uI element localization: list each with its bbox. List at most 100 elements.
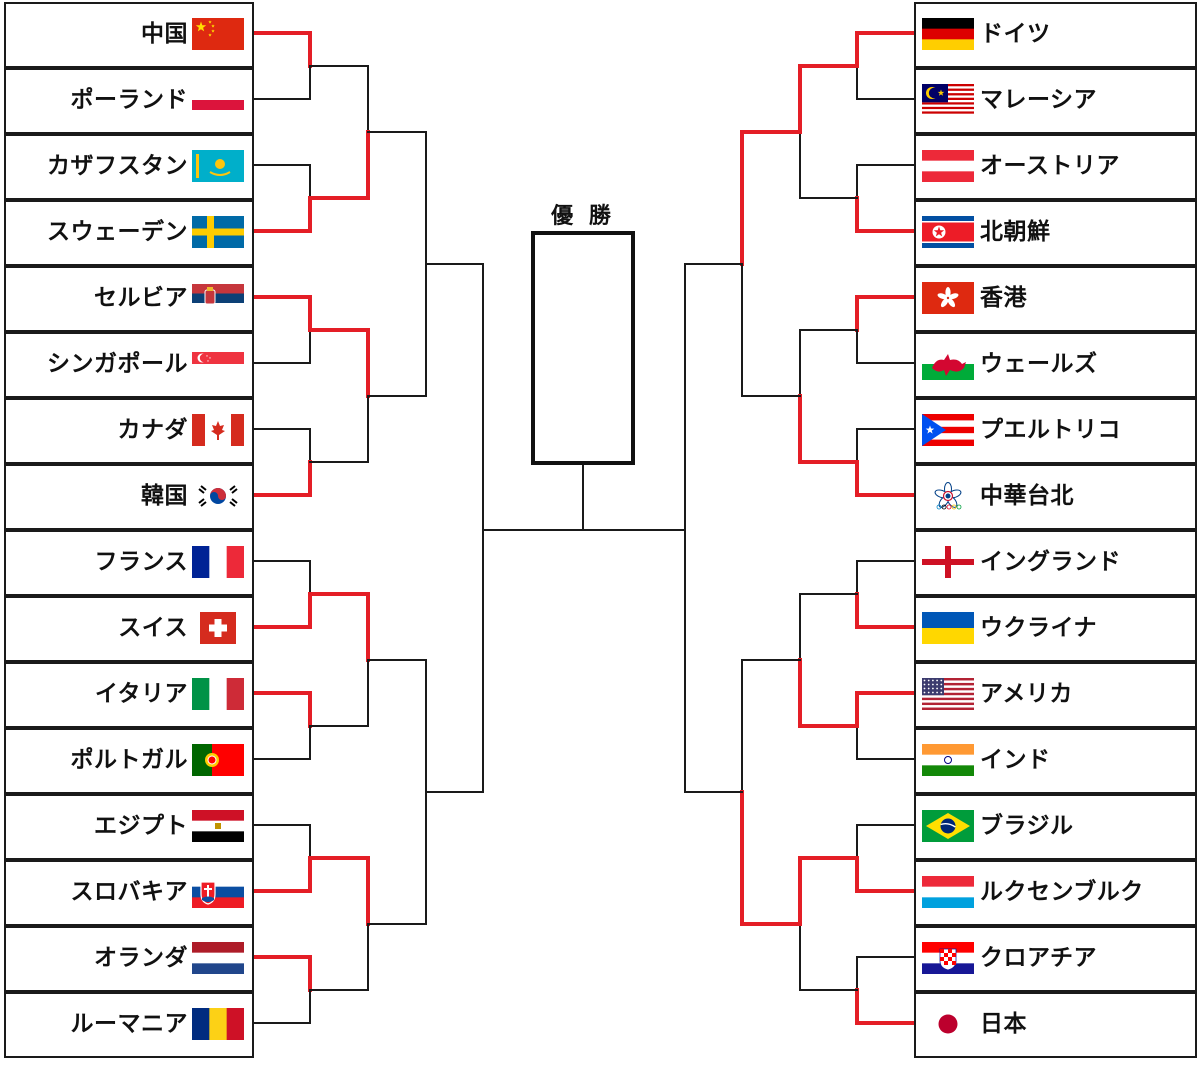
netherlands-flag-icon	[192, 942, 244, 974]
team-name: クロアチア	[980, 945, 1098, 971]
team-cell: ウクライナ	[914, 596, 1197, 662]
team-name: セルビア	[94, 285, 188, 311]
team-cell: イタリア	[4, 662, 254, 728]
austria-flag-icon	[922, 150, 974, 182]
team-name: ブラジル	[980, 813, 1074, 839]
team-name: ウクライナ	[980, 615, 1098, 641]
team-cell: ポーランド	[4, 68, 254, 134]
serbia-flag-icon	[192, 284, 244, 312]
malaysia-flag-icon	[922, 84, 974, 116]
team-name: シンガポール	[47, 351, 188, 377]
romania-flag-icon	[192, 1008, 244, 1040]
team-name: ポルトガル	[70, 747, 188, 773]
team-cell: オーストリア	[914, 134, 1197, 200]
puerto-rico-flag-icon	[922, 414, 974, 446]
team-name: マレーシア	[980, 87, 1098, 113]
north-korea-flag-icon	[922, 216, 974, 248]
team-cell: カナダ	[4, 398, 254, 464]
italy-flag-icon	[192, 678, 244, 710]
brazil-flag-icon	[922, 810, 974, 842]
sweden-flag-icon	[192, 216, 244, 248]
team-name: インド	[980, 747, 1051, 773]
team-cell: アメリカ	[914, 662, 1197, 728]
team-cell: 中華台北	[914, 464, 1197, 530]
team-cell: 韓国	[4, 464, 254, 530]
team-cell: オランダ	[4, 926, 254, 992]
team-cell: ウェールズ	[914, 332, 1197, 398]
team-name: スイス	[118, 615, 188, 641]
slovakia-flag-icon	[192, 876, 244, 908]
france-flag-icon	[192, 546, 244, 578]
team-name: プエルトリコ	[980, 417, 1121, 443]
team-cell: 日本	[914, 992, 1197, 1058]
team-name: カナダ	[117, 417, 188, 443]
champion-label: 優 勝	[551, 204, 615, 229]
team-name: ドイツ	[980, 21, 1051, 47]
singapore-flag-icon	[192, 352, 244, 376]
team-cell: イングランド	[914, 530, 1197, 596]
luxembourg-flag-icon	[922, 876, 974, 908]
japan-flag-icon	[922, 1008, 974, 1040]
team-name: ルーマニア	[70, 1011, 188, 1037]
team-name: ルクセンブルク	[980, 879, 1144, 905]
team-cell: マレーシア	[914, 68, 1197, 134]
team-name: ポーランド	[70, 87, 188, 113]
team-cell: エジプト	[4, 794, 254, 860]
team-cell: ルクセンブルク	[914, 860, 1197, 926]
team-name: オランダ	[94, 945, 188, 971]
team-cell: セルビア	[4, 266, 254, 332]
team-name: 日本	[980, 1011, 1027, 1037]
team-cell: カザフスタン	[4, 134, 254, 200]
team-cell: 香港	[914, 266, 1197, 332]
team-cell: ドイツ	[914, 2, 1197, 68]
team-name: 韓国	[141, 483, 188, 509]
germany-flag-icon	[922, 18, 974, 50]
team-name: スロバキア	[70, 879, 188, 905]
team-cell: ブラジル	[914, 794, 1197, 860]
croatia-flag-icon	[922, 942, 974, 974]
team-cell: スウェーデン	[4, 200, 254, 266]
team-cell: ポルトガル	[4, 728, 254, 794]
team-cell: スイス	[4, 596, 254, 662]
kazakhstan-flag-icon	[192, 150, 244, 182]
poland-flag-icon	[192, 90, 244, 110]
canada-flag-icon	[192, 414, 244, 446]
team-cell: シンガポール	[4, 332, 254, 398]
wales-flag-icon	[922, 348, 974, 380]
team-name: オーストリア	[980, 153, 1120, 179]
team-name: アメリカ	[980, 681, 1073, 707]
team-name: 中華台北	[980, 483, 1074, 509]
champion-box	[531, 231, 635, 465]
ukraine-flag-icon	[922, 612, 974, 644]
team-cell: プエルトリコ	[914, 398, 1197, 464]
india-flag-icon	[922, 744, 974, 776]
team-cell: ルーマニア	[4, 992, 254, 1058]
team-name: 香港	[980, 285, 1027, 311]
team-cell: フランス	[4, 530, 254, 596]
usa-flag-icon	[922, 678, 974, 710]
chinese-taipei-flag-icon	[934, 482, 962, 510]
switzerland-flag-icon	[200, 612, 236, 644]
portugal-flag-icon	[192, 744, 244, 776]
china-flag-icon	[192, 18, 244, 50]
team-cell: インド	[914, 728, 1197, 794]
team-name: スウェーデン	[47, 219, 188, 245]
egypt-flag-icon	[192, 810, 244, 842]
team-name: エジプト	[94, 813, 188, 839]
team-name: 中国	[141, 21, 188, 47]
team-name: イングランド	[980, 549, 1121, 575]
team-cell: クロアチア	[914, 926, 1197, 992]
team-name: フランス	[94, 549, 188, 575]
team-name: カザフスタン	[47, 153, 188, 179]
team-cell: スロバキア	[4, 860, 254, 926]
team-cell: 中国	[4, 2, 254, 68]
korea-flag-icon	[192, 480, 244, 512]
team-name: 北朝鮮	[980, 219, 1051, 245]
team-cell: 北朝鮮	[914, 200, 1197, 266]
team-name: ウェールズ	[980, 351, 1098, 377]
england-flag-icon	[922, 546, 974, 578]
hong-kong-flag-icon	[922, 282, 974, 314]
team-name: イタリア	[94, 681, 188, 707]
